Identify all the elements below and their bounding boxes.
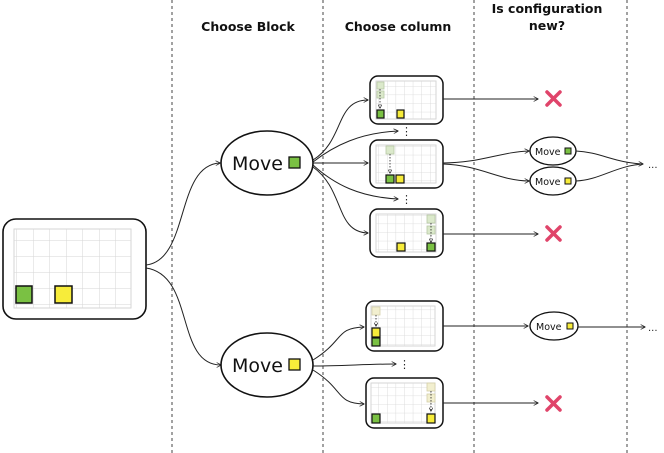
header-is-configuration-new: Is configuration new? bbox=[491, 1, 603, 33]
vellipsis-3: ⋮ bbox=[399, 358, 410, 371]
header-choose-block: Choose Block bbox=[201, 19, 295, 34]
yellow-block-icon bbox=[371, 327, 381, 338]
yellow-block-icon bbox=[426, 413, 436, 424]
edge-my-col bbox=[312, 364, 396, 366]
board2-edges bbox=[442, 151, 529, 181]
green-block-icon bbox=[371, 337, 381, 347]
green-block-icon bbox=[15, 285, 33, 304]
edge-mg-board1 bbox=[312, 100, 368, 161]
yellow-block-icon bbox=[564, 177, 572, 185]
small-move-yellow-node-2: Move bbox=[529, 311, 579, 341]
board-2 bbox=[369, 139, 444, 189]
ellipsis-1: ... bbox=[648, 160, 658, 171]
edge-root-move-green bbox=[145, 163, 220, 266]
edge-small-yellow-out bbox=[575, 163, 644, 182]
edge-board2-move-yellow bbox=[442, 163, 529, 181]
header-choose-column: Choose column bbox=[344, 19, 452, 34]
ellipsis-2: ... bbox=[648, 323, 658, 334]
green-block-icon bbox=[371, 413, 381, 424]
svg-text:Move: Move bbox=[535, 177, 561, 188]
edge-my-board5 bbox=[312, 369, 364, 404]
move-green-node: Move bbox=[220, 130, 314, 196]
root-board bbox=[2, 218, 147, 320]
green-block-icon bbox=[376, 109, 385, 119]
move-yellow-node: Move bbox=[220, 332, 314, 398]
green-block-icon bbox=[426, 242, 436, 252]
edge-root-move-yellow bbox=[145, 267, 221, 365]
board-3 bbox=[369, 208, 444, 258]
yellow-block-icon bbox=[566, 322, 574, 330]
small-move-green-node: Move bbox=[529, 136, 577, 166]
yellow-block-icon bbox=[54, 285, 73, 304]
move-green-label: Move bbox=[232, 153, 283, 175]
edge-board2-move-green bbox=[442, 151, 529, 164]
rejected-x-icon bbox=[545, 90, 562, 107]
small-move-edges bbox=[575, 150, 644, 182]
board-4 bbox=[365, 300, 444, 352]
green-block-icon bbox=[385, 174, 395, 184]
green-block-icon bbox=[288, 156, 301, 169]
edge-mg-col4 bbox=[312, 164, 398, 199]
board-1 bbox=[369, 75, 444, 125]
root-edges bbox=[145, 163, 221, 365]
svg-text:Move: Move bbox=[535, 147, 561, 158]
yellow-block-icon bbox=[396, 109, 405, 119]
svg-text:Move: Move bbox=[536, 322, 562, 333]
yellow-block-icon bbox=[395, 174, 405, 184]
move-yellow-label: Move bbox=[232, 355, 283, 377]
board-5 bbox=[365, 377, 444, 429]
rejected-x-icon bbox=[545, 225, 562, 242]
rejected-x-icon bbox=[545, 395, 562, 412]
green-block-icon bbox=[564, 147, 572, 155]
edge-mg-board3 bbox=[312, 166, 368, 233]
small-move-yellow-node: Move bbox=[529, 166, 577, 196]
edge-small-green-out bbox=[575, 150, 643, 164]
edge-my-board4 bbox=[312, 327, 364, 361]
move-yellow-edges bbox=[312, 327, 396, 404]
move-green-edges bbox=[312, 100, 398, 233]
yellow-block-icon bbox=[396, 242, 406, 252]
edge-mg-col2 bbox=[312, 131, 398, 163]
vellipsis-1: ⋮ bbox=[401, 125, 412, 138]
yellow-block-icon bbox=[288, 358, 301, 371]
vellipsis-2: ⋮ bbox=[401, 193, 412, 206]
